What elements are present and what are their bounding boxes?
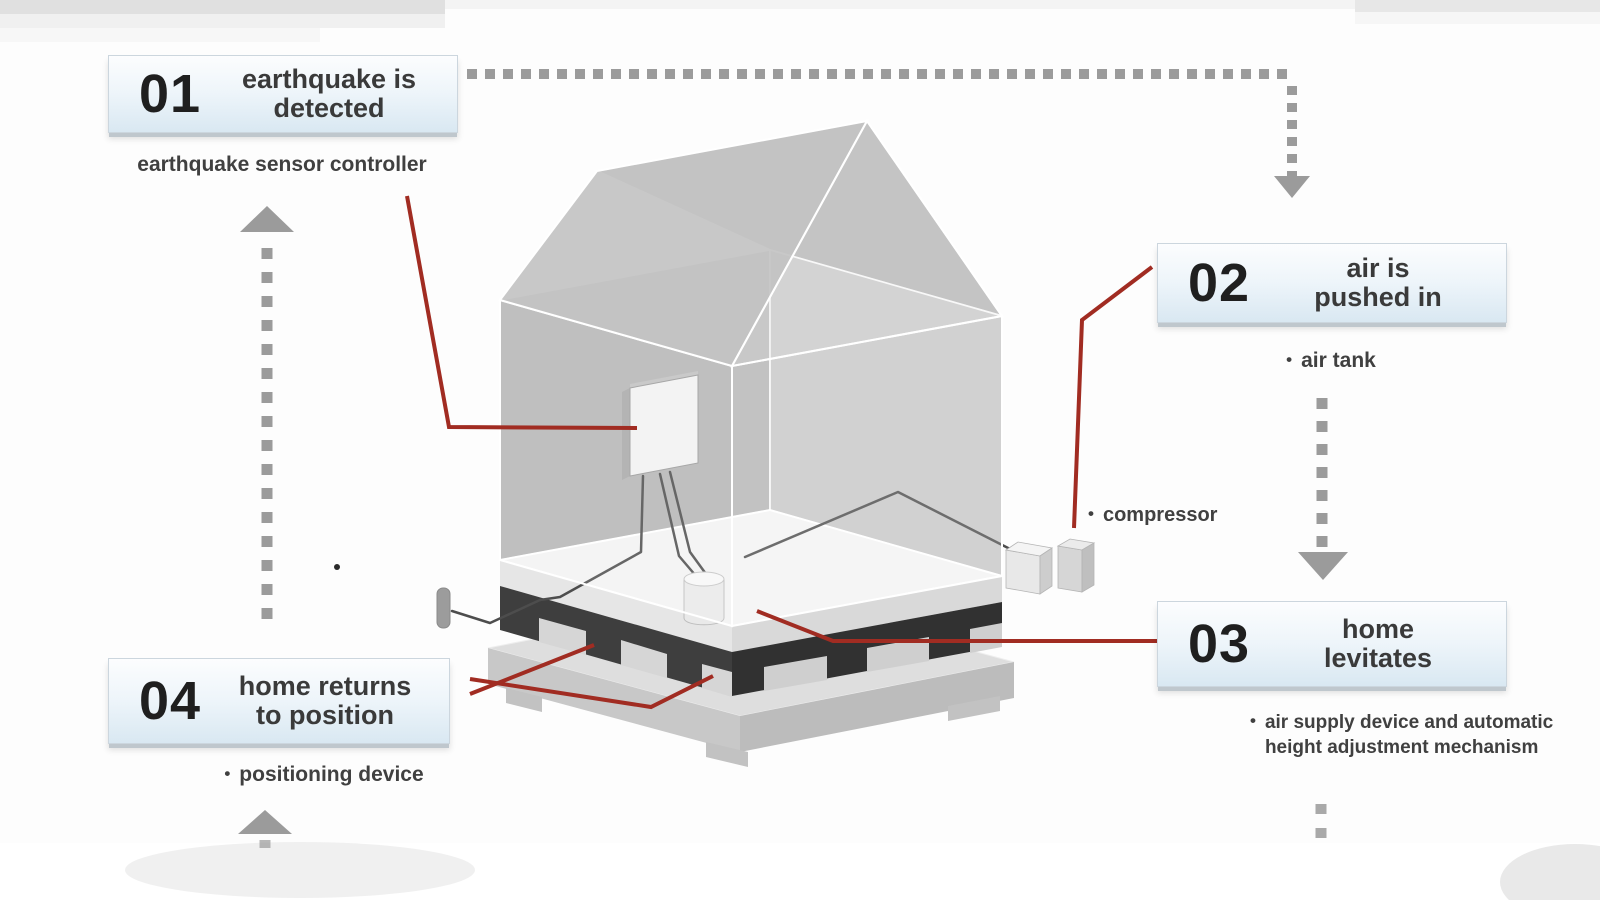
step-note-02: •air tank <box>1286 349 1376 372</box>
step-number: 02 <box>1188 253 1251 313</box>
wires <box>450 470 1016 625</box>
step-title: home returns to position <box>238 671 412 730</box>
step-title: earthquake is detected <box>242 64 417 123</box>
step-note-03: •air supply device and automatic height … <box>1250 710 1555 760</box>
step-box-02: 02 air is pushed in <box>1157 243 1507 323</box>
earthquake-sensor-controller <box>622 371 699 480</box>
callout-lines <box>405 195 1157 710</box>
bullet-icon: • <box>224 764 231 783</box>
bullet-icon: • <box>1088 504 1094 523</box>
callout-line-step1 <box>405 195 638 430</box>
step-title: home levitates <box>1324 614 1433 673</box>
bullet-icon: • <box>1286 350 1293 369</box>
levitation-base <box>500 586 1002 697</box>
bullet-icon: • <box>1250 711 1256 730</box>
dot-mark <box>334 564 340 570</box>
step-box-01: 01 earthquake is detected <box>108 55 458 133</box>
callout-line-step4b <box>469 674 714 710</box>
step-note-04: •positioning device <box>224 763 424 786</box>
house-illustration <box>436 119 1096 767</box>
roof-gable-face <box>730 119 1004 368</box>
step-number: 04 <box>139 671 202 731</box>
step-box-03: 03 home levitates <box>1157 601 1507 687</box>
flow-arrows <box>238 69 1348 852</box>
callout-line-step4a <box>469 643 595 696</box>
arrow-up-icon <box>240 206 294 622</box>
compressor-label: •compressor <box>1088 503 1217 528</box>
step-note-01: earthquake sensor controller <box>137 153 427 176</box>
arrow-right-down-icon <box>467 69 1310 198</box>
step-number: 03 <box>1188 614 1251 674</box>
air-supply-cylinder <box>683 571 725 626</box>
arrow-down-icon <box>1298 398 1348 580</box>
front-wall-right <box>731 314 1003 628</box>
step-number: 01 <box>139 64 202 124</box>
positioning-paddle <box>436 587 451 629</box>
step-box-04: 04 home returns to position <box>108 658 450 744</box>
floor-slab <box>499 508 1003 652</box>
callout-line-step3 <box>756 609 1157 643</box>
step-title: air is pushed in <box>1314 253 1442 312</box>
callout-line-step2 <box>1072 265 1154 529</box>
arrow-up-small-icon <box>238 810 292 852</box>
compressor-unit <box>1004 538 1096 595</box>
